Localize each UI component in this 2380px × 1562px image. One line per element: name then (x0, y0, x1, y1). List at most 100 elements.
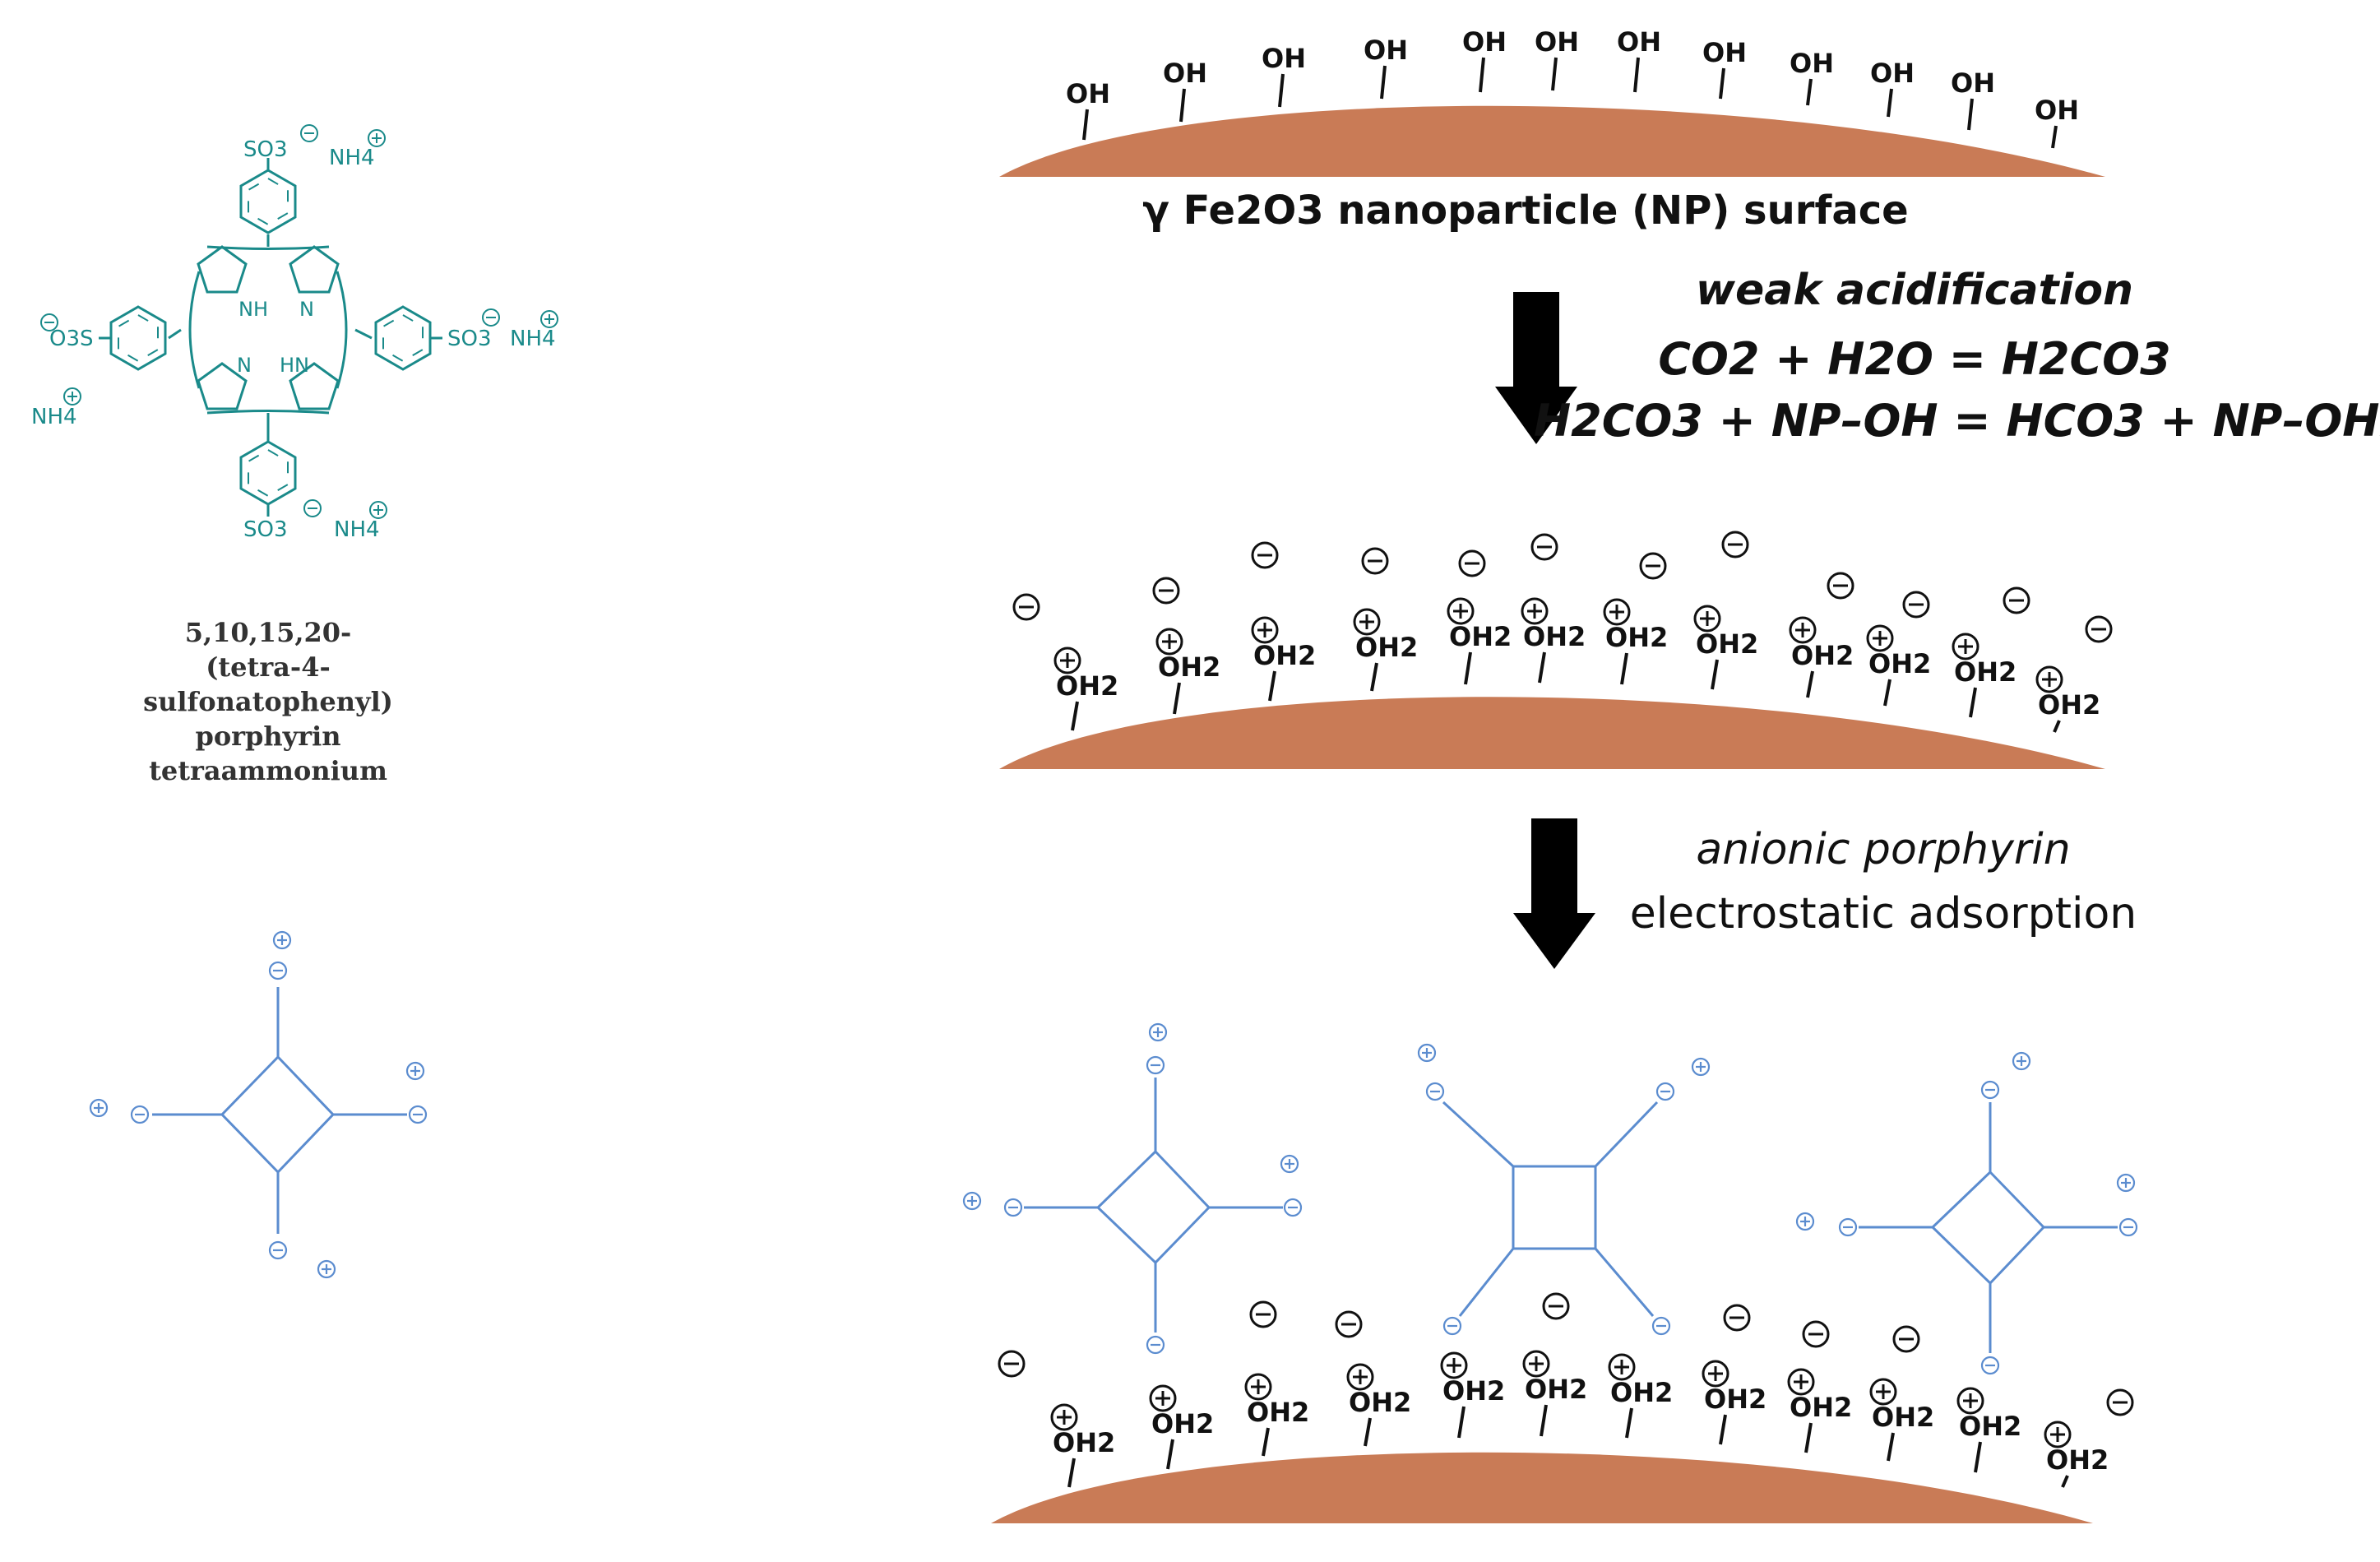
group-label: OH2 (1158, 651, 1220, 683)
oh-group: OH (1462, 26, 1507, 93)
group-label: OH2 (1449, 621, 1512, 652)
group-label: OH2 (1349, 1387, 1411, 1418)
nh4-label: NH4 (31, 405, 77, 429)
oh2-group: OH2 (1053, 647, 1118, 731)
so3-label: SO3 (447, 327, 492, 351)
minus-charge-icon (2106, 1388, 2134, 1416)
oh2-group: OH2 (1353, 608, 1418, 692)
plus-charge-icon (1244, 1373, 1272, 1401)
group-label: OH2 (1525, 1374, 1587, 1405)
step2-label-1: anionic porphyrin (1696, 825, 2070, 874)
oh2-group: OH2 (1869, 1378, 1934, 1462)
plus-charge-icon (1693, 605, 1721, 633)
oh2-group: OH2 (1608, 1353, 1673, 1439)
minus-charge-icon (2003, 586, 2030, 614)
oh2-group: OH2 (1149, 1384, 1214, 1470)
group-label: OH2 (1610, 1377, 1673, 1408)
group-label: OH2 (1704, 1384, 1766, 1415)
minus-charge-icon (1152, 577, 1180, 605)
oh2-group: OH2 (1155, 628, 1220, 715)
group-label: OH (1462, 26, 1507, 58)
minus-charge-icon (1802, 1320, 1830, 1348)
group-label: OH2 (1872, 1402, 1934, 1433)
plus-charge-icon (1521, 597, 1549, 625)
name-line-3: sulfonatophenyl) (143, 686, 393, 717)
oh-group: OH (1364, 35, 1408, 100)
oh2-group: OH2 (1866, 624, 1931, 707)
group-label: OH (2035, 95, 2079, 126)
oh2-group: OH2 (1050, 1403, 1115, 1488)
porphyrin-structure: NH N N HN SO3 NH4 SO3 NH4 O3S NH4 SO3 NH… (31, 124, 558, 786)
name-line-4: porphyrin (195, 721, 340, 752)
oh-group: OH (1790, 48, 1834, 106)
minus-charge-icon (1530, 533, 1558, 561)
step1-label: weak acidification (1696, 266, 2133, 315)
adsorbed-porphyrin (1859, 1102, 2118, 1353)
minus-charge-icon (1361, 547, 1389, 575)
down-arrow-icon (1513, 818, 1595, 969)
n-label: N (299, 298, 314, 321)
equation-2: H2CO3 + NP–OH = HCO3 + NP–OH2 (1534, 395, 2380, 447)
minus-charge-icon (1249, 1300, 1277, 1328)
oh2-group: OH2 (1787, 1368, 1852, 1453)
plus-charge-icon (1522, 1350, 1550, 1378)
plus-charge-icon (1155, 628, 1183, 656)
group-label: OH2 (1954, 656, 2017, 688)
oh-group: OH (1535, 26, 1579, 91)
down-arrow-icon (1495, 292, 1577, 444)
oh2-group: OH2 (1440, 1351, 1505, 1439)
group-label: OH (1617, 26, 1661, 58)
group-label: OH2 (1442, 1375, 1505, 1407)
group-label: OH2 (2038, 689, 2100, 721)
oh2-group: OH2 (1447, 597, 1512, 685)
minus-charge-icon (1458, 549, 1486, 577)
oh2-group: OH2 (1346, 1363, 1411, 1447)
group-label: OH2 (1696, 628, 1758, 660)
minus-charge-icon (1827, 572, 1854, 600)
plus-charge-icon (1603, 598, 1631, 626)
oh-group: OH (2035, 95, 2079, 149)
plus-charge-icon (1447, 597, 1475, 625)
oh-group: OH (1262, 43, 1306, 108)
np-surface-top (999, 105, 2105, 177)
group-label: OH2 (1151, 1408, 1214, 1439)
group-label: OH (1364, 35, 1408, 66)
group-label: OH2 (1053, 1427, 1115, 1458)
plus-charge-icon (1053, 647, 1081, 674)
compound-name: 5,10,15,20- (tetra-4- sulfonatophenyl) p… (143, 617, 393, 786)
group-label: OH2 (1056, 670, 1118, 702)
plus-charge-icon (1866, 624, 1894, 652)
oh2-group: OH2 (1251, 616, 1316, 702)
oh-group: OH (1163, 58, 1207, 123)
oh2-group: OH2 (2044, 1421, 2109, 1488)
plus-charge-icon (1952, 633, 1979, 660)
nh4-label: NH4 (329, 146, 375, 170)
minus-charge-icon (1542, 1292, 1570, 1320)
group-label: OH (1066, 78, 1110, 109)
group-label: OH (1262, 43, 1306, 74)
name-line-5: tetraammonium (149, 755, 387, 786)
plus-charge-icon (2035, 665, 2063, 693)
group-label: OH2 (1868, 648, 1931, 679)
plus-charge-icon (1869, 1378, 1897, 1406)
plus-charge-icon (2044, 1421, 2072, 1448)
oh2-group: OH2 (1693, 605, 1758, 690)
minus-charge-icon (1639, 552, 1667, 580)
minus-charge-icon (2085, 615, 2113, 643)
minus-charge-icon (1721, 531, 1749, 559)
group-label: OH2 (1790, 1392, 1852, 1423)
group-label: OH2 (1605, 622, 1668, 653)
oh2-group: OH2 (1789, 616, 1854, 698)
minus-charge-icon (1892, 1325, 1920, 1353)
step2-text: anionic porphyrin electrostatic adsorpti… (1630, 825, 2137, 939)
group-label: OH2 (1253, 640, 1316, 671)
porphyrin-core (188, 245, 348, 415)
oh2-group: OH2 (2035, 665, 2100, 733)
adsorbed-porphyrin (1024, 1078, 1283, 1333)
oh2-group: OH2 (1956, 1387, 2021, 1473)
group-label: OH2 (1523, 621, 1586, 652)
hn-label: HN (280, 354, 309, 377)
